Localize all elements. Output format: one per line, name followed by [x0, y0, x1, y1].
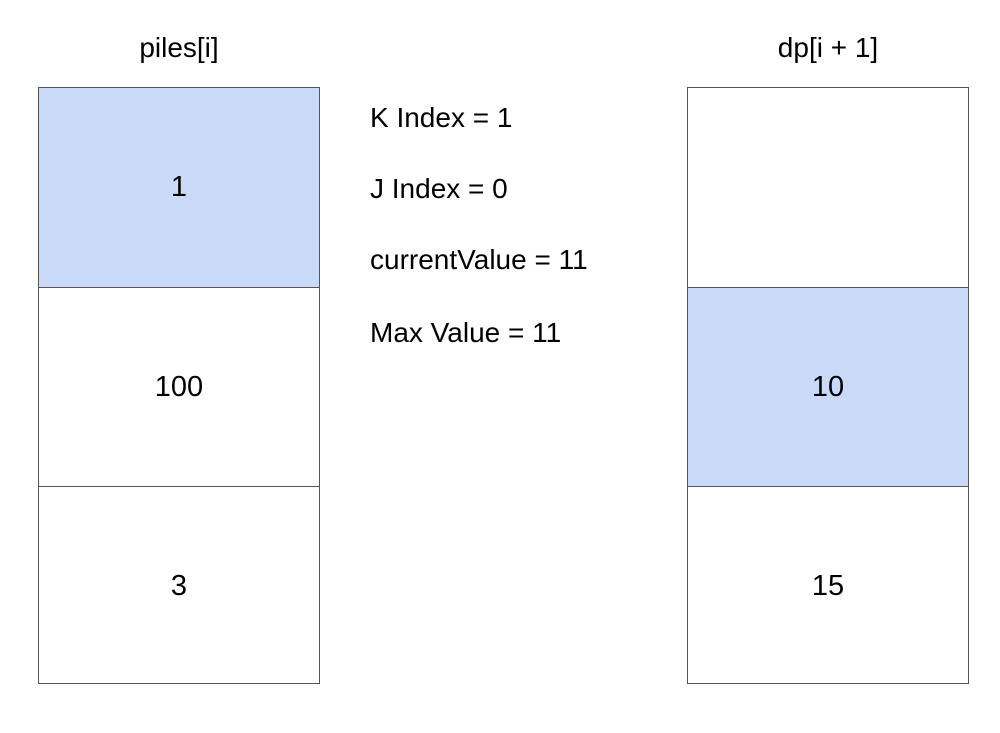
dp-cell-2: 15 [688, 486, 968, 685]
dp-title: dp[i + 1] [777, 32, 879, 63]
k-index-label: K Index = 1 [370, 102, 513, 133]
dp-cell-1: 10 [688, 287, 968, 486]
j-index-label: J Index = 0 [370, 173, 508, 204]
max-value-label: Max Value = 11 [370, 317, 562, 348]
piles-title: piles[i] [139, 32, 219, 63]
piles-cell-2: 3 [39, 486, 319, 685]
piles-cell-0: 1 [39, 88, 319, 287]
piles-cell-1: 100 [39, 287, 319, 486]
dp-array: 10 15 [687, 87, 969, 684]
dp-cell-0 [688, 88, 968, 287]
current-value-label: currentValue = 11 [370, 244, 588, 275]
piles-array: 1 100 3 [38, 87, 320, 684]
